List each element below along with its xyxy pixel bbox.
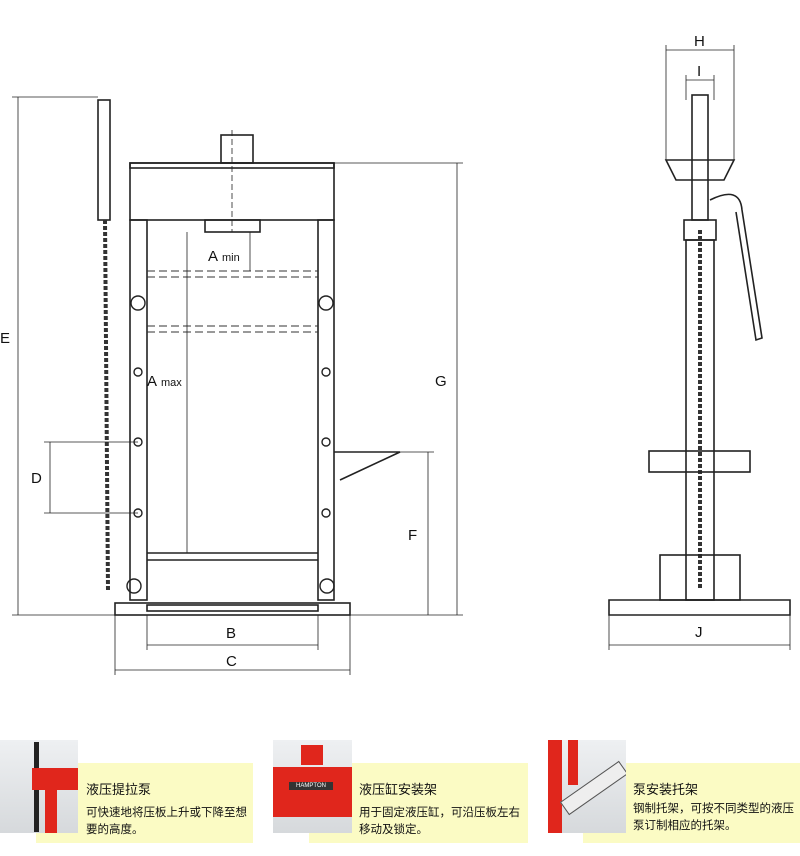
svg-text:D: D [31,470,42,487]
feature-text: 可快速地将压板上升或下降至想要的高度。 [86,805,247,836]
feature-title: 液压缸安装架 [359,783,438,798]
dimension-lines [12,45,791,675]
front-view [97,99,401,616]
svg-text:F: F [408,527,417,544]
side-view [608,94,791,616]
svg-text:C: C [226,653,237,670]
feature-text: 用于固定液压缸，可沿压板左右移动及锁定。 [359,805,520,836]
svg-text:J: J [695,624,703,641]
cylinder-mount-photo: HAMPTON [273,740,352,833]
svg-text:H: H [694,33,705,50]
pump-bracket-photo [548,740,626,833]
svg-text:B: B [226,625,236,642]
svg-text:A: A [147,373,157,390]
svg-text:min: min [222,252,240,264]
feature-title: 泵安装托架 [633,783,699,798]
svg-text:A: A [208,248,218,265]
pump-photo [0,740,78,833]
svg-text:E: E [0,330,10,347]
feature-title: 液压提拉泵 [86,783,152,798]
feature-text: 钢制托架，可按不同类型的液压泵订制相应的托架。 [633,801,794,832]
svg-text:max: max [161,377,182,389]
brand-label: HAMPTON [289,782,333,790]
svg-text:I: I [697,63,701,80]
svg-text:G: G [435,373,447,390]
